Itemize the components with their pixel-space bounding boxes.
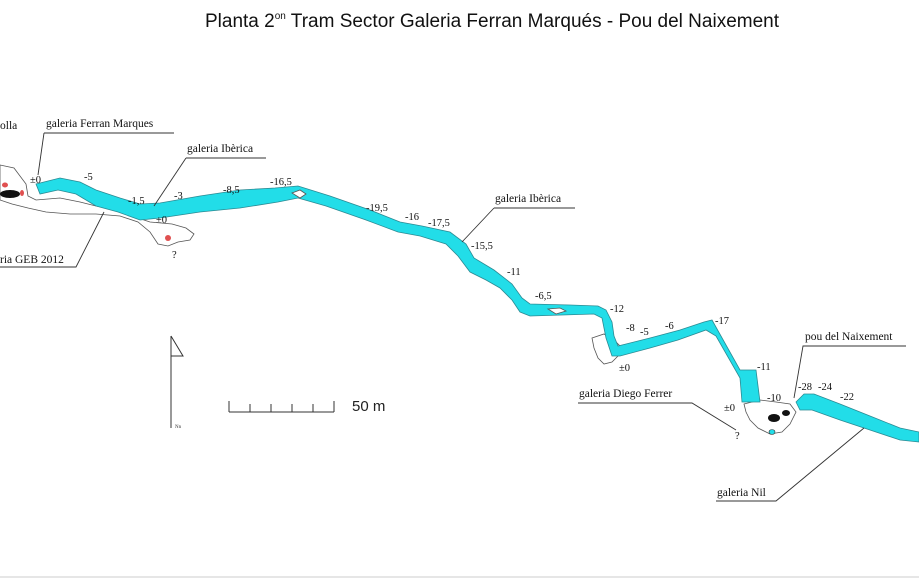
depth-pm0-b: ±0 (156, 215, 167, 226)
depth-m3: -3 (174, 191, 183, 202)
island-main (291, 189, 307, 199)
survey-marker-red-2 (20, 190, 24, 196)
depth-pm0-c: ±0 (619, 363, 630, 374)
sump-pool-west (0, 190, 20, 198)
leader-iberica-2-tail (461, 207, 495, 243)
depth-m1-5: -1,5 (128, 196, 145, 207)
depth-m5: -5 (84, 172, 93, 183)
sump-pool-pou (768, 414, 780, 422)
north-arrow-head-icon (170, 335, 184, 357)
depth-pm0-d: ±0 (724, 403, 735, 414)
survey-details (0, 182, 790, 435)
depth-m17-5: -17,5 (428, 218, 450, 229)
north-arrow: Nn (170, 335, 184, 430)
depth-readings: ±0 -5 -1,5 -3 ±0 ? -8,5 -16,5 -19,5 -16 … (30, 172, 854, 442)
depth-m5-b: -5 (640, 327, 649, 338)
label-diego-ferrer: galeria Diego Ferrer (579, 388, 672, 400)
main-flooded-gallery (35, 177, 761, 403)
label-iberica-2: galeria Ibèrica (495, 193, 561, 205)
island-low (546, 307, 568, 315)
depth-m19-5: -19,5 (366, 203, 388, 214)
leader-pou-naixement (793, 345, 906, 399)
survey-marker-cyan (768, 429, 776, 435)
label-iberica-1: galeria Ibèrica (187, 143, 253, 155)
depth-m16-5: -16,5 (270, 177, 292, 188)
depth-m11-a: -11 (507, 267, 521, 278)
depth-m10: -10 (767, 393, 781, 404)
title-part-1: Planta 2 (205, 11, 275, 32)
flooded-galleries (35, 177, 919, 443)
title-part-2: Tram Sector Galeria Ferran Marqués - Pou… (286, 11, 780, 32)
depth-question-1: ? (172, 250, 177, 261)
depth-m6-5: -6,5 (535, 291, 552, 302)
leader-diego-ferrer (578, 402, 737, 431)
label-olla: olla (0, 120, 17, 132)
gallery-labels: olla galeria Ferran Marques galeria Ibèr… (0, 118, 893, 499)
survey-marker-red-3 (165, 235, 171, 241)
survey-marker-red-1 (2, 182, 8, 188)
depth-m12: -12 (610, 304, 624, 315)
title-superscript: on (275, 11, 286, 22)
depth-m24: -24 (818, 382, 833, 393)
dry-passage-west (0, 164, 195, 247)
leader-geb-2012 (0, 211, 105, 268)
label-nil: galeria Nil (717, 487, 766, 499)
north-label: Nn (175, 425, 182, 430)
map-title: Planta 2on Tram Sector Galeria Ferran Ma… (205, 11, 780, 32)
depth-m8: -8 (626, 323, 635, 334)
scale-bar: 50 m (228, 398, 385, 415)
leader-iberica-1-tail (153, 157, 187, 207)
scale-bar-label: 50 m (352, 398, 385, 415)
depth-m15-5: -15,5 (471, 241, 493, 252)
nil-flooded-gallery (795, 393, 919, 443)
sump-pool-pou-2 (782, 410, 790, 416)
label-geb-2012: ria GEB 2012 (0, 254, 64, 266)
label-ferran-marques: galeria Ferran Marques (46, 118, 154, 130)
depth-question-2: ? (735, 431, 740, 442)
depth-m17: -17 (715, 316, 729, 327)
depth-m6: -6 (665, 321, 674, 332)
depth-m8-5: -8,5 (223, 185, 240, 196)
depth-m28: -28 (798, 382, 812, 393)
depth-pm0-a: ±0 (30, 175, 41, 186)
leader-lines (0, 132, 906, 502)
label-pou-naixement: pou del Naixement (805, 331, 893, 343)
depth-m11-b: -11 (757, 362, 771, 373)
leader-ferran-marques-tail (37, 132, 45, 176)
depth-m16: -16 (405, 212, 419, 223)
depth-m22: -22 (840, 392, 854, 403)
leader-nil (716, 427, 865, 502)
